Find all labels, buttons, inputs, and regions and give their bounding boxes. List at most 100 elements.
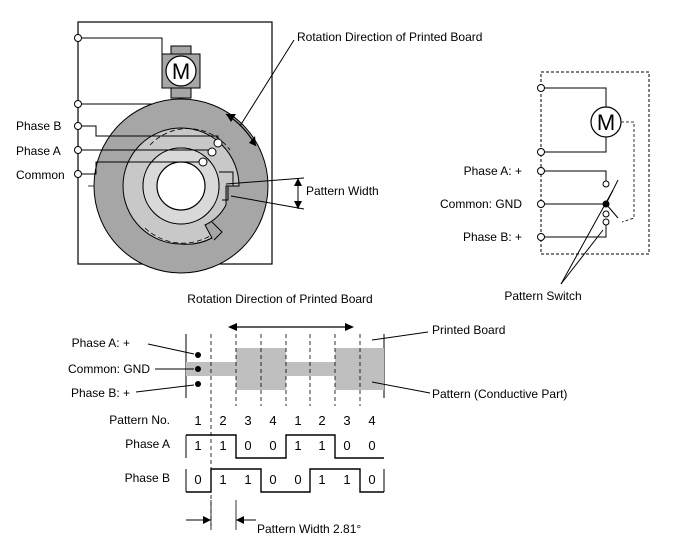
schematic-terminal-1: [537, 84, 545, 92]
common-label: Common: [16, 168, 65, 182]
phase-a-terminal: [74, 146, 82, 154]
common-contact: [198, 157, 208, 167]
pattern-pointer: [371, 381, 431, 394]
phase-b-cell: 0: [269, 472, 276, 487]
phase-b-pointer: [135, 384, 195, 393]
rotation-label-bottom: Rotation Direction of Printed Board: [187, 292, 372, 306]
phase-b-waveform: [186, 468, 384, 493]
pattern-no-label: Pattern No.: [109, 413, 170, 427]
terminal-motor-bottom: [74, 100, 82, 108]
width-dim-arrow-left: [203, 516, 211, 524]
motor-body-top: [170, 45, 192, 55]
pattern-no-cell: 3: [244, 413, 251, 428]
phase-a-cell: 0: [269, 438, 276, 453]
pattern-timing-diagram: Rotation Direction of Printed Board Phas…: [68, 292, 567, 536]
schematic-phase-a-terminal: [537, 167, 545, 175]
switch-leader-2: [560, 229, 604, 285]
pattern-no-cell: 2: [219, 413, 226, 428]
schematic-phase-a-label: Phase A: +: [464, 164, 522, 178]
schematic-motor-letter: M: [597, 110, 615, 135]
common-lead: [78, 161, 200, 175]
pattern-steps-lower: [211, 221, 223, 241]
schematic-common-label: Common: GND: [440, 197, 522, 211]
schematic-phase-a-wire: [541, 170, 607, 181]
pattern-number-row: 1 2 3 4 1 2 3 4: [194, 413, 375, 428]
pattern-no-cell: 2: [318, 413, 325, 428]
rotation-arrow-head-2: [249, 136, 256, 146]
pattern-switch-label: Pattern Switch: [504, 289, 581, 303]
phase-b-cell: 1: [343, 472, 350, 487]
switch-leader-1: [560, 189, 614, 285]
motor-letter: M: [172, 59, 190, 84]
pattern-dividers: [210, 334, 361, 526]
phase-b-row-label: Phase B: [125, 471, 170, 485]
phase-a-row-label: Phase A: [125, 437, 170, 451]
physical-switch-diagram: M Phase B Phase A Common: [16, 21, 482, 274]
pattern-no-cell: 3: [343, 413, 350, 428]
printed-board-pointer: [371, 331, 429, 341]
schematic-motor-wire-top: [541, 87, 607, 107]
phase-a-cell: 1: [318, 438, 325, 453]
width-dim-arrow-right: [236, 516, 244, 524]
phase-b-cell: 0: [194, 472, 201, 487]
phase-a-cell: 0: [368, 438, 375, 453]
phase-a-waveform: [186, 434, 384, 459]
phase-a-cell: 0: [343, 438, 350, 453]
phase-a-cell: 1: [294, 438, 301, 453]
phase-b-value-row: 0 1 1 0 0 1 1 0: [194, 472, 375, 487]
switch-a-contact: [602, 180, 610, 188]
phase-b-cell: 0: [368, 472, 375, 487]
pattern-width-arrow-bottom: [294, 201, 302, 209]
schematic-phase-b-terminal: [537, 233, 545, 241]
phase-a-cell: 1: [194, 438, 201, 453]
pattern-steps: [219, 171, 234, 201]
phase-a-label: Phase A: [16, 144, 61, 158]
contact-track-arc-lower: [144, 227, 211, 244]
rotation-label-top: Rotation Direction of Printed Board: [297, 30, 482, 44]
motor-body-bottom: [170, 87, 192, 99]
bottom-common-label: Common: GND: [68, 362, 150, 376]
rotation-arrow-head-1: [226, 114, 236, 122]
common-terminal: [74, 170, 82, 178]
phase-b-cell: 1: [244, 472, 251, 487]
phase-a-pointer: [147, 343, 195, 355]
brush-common: [195, 366, 201, 372]
rotation-leader: [239, 39, 295, 127]
pattern-label: Pattern (Conductive Part): [432, 387, 567, 401]
pattern-shaded: [211, 348, 384, 390]
pattern-no-cell: 4: [368, 413, 375, 428]
switch-b-lower-contact: [602, 210, 610, 218]
rotation-arrowhead-right: [345, 323, 354, 331]
brush-phase-b: [195, 381, 201, 387]
pattern-width-label-top: Pattern Width: [306, 184, 379, 198]
pattern-width-label-bottom: Pattern Width 2.81°: [257, 522, 361, 536]
schematic-phase-b-wire: [541, 224, 607, 238]
bottom-phase-b-label: Phase B: +: [71, 386, 130, 400]
phase-a-value-row: 1 1 0 0 1 1 0 0: [194, 438, 375, 453]
schematic-terminal-2: [537, 148, 545, 156]
motor-symbol: [165, 55, 197, 87]
phase-b-cell: 0: [294, 472, 301, 487]
phase-a-cell: 1: [219, 438, 226, 453]
phase-b-terminal: [74, 122, 82, 130]
pattern-width-leader-bottom: [230, 195, 305, 210]
printed-board-label: Printed Board: [432, 323, 505, 337]
brush-phase-a: [195, 352, 201, 358]
pattern-width-arrow-top: [294, 178, 302, 186]
phase-a-cell: 0: [244, 438, 251, 453]
schematic-phase-b-label: Phase B: +: [463, 230, 522, 244]
phase-b-cell: 1: [318, 472, 325, 487]
phase-b-cell: 1: [219, 472, 226, 487]
pattern-width-leader-top: [225, 177, 305, 185]
pattern-no-cell: 1: [194, 413, 201, 428]
motor-wire-top: [78, 37, 163, 56]
phase-b-label: Phase B: [16, 119, 61, 133]
phase-b-lead: [78, 125, 219, 142]
switch-b-contact: [602, 218, 610, 226]
pattern-no-cell: 4: [269, 413, 276, 428]
phase-b-contact: [213, 138, 223, 148]
schematic-motor-link: [621, 121, 635, 223]
switch-lever-b: [605, 203, 619, 219]
phase-a-contact: [207, 147, 217, 157]
pattern-no-cell: 1: [294, 413, 301, 428]
